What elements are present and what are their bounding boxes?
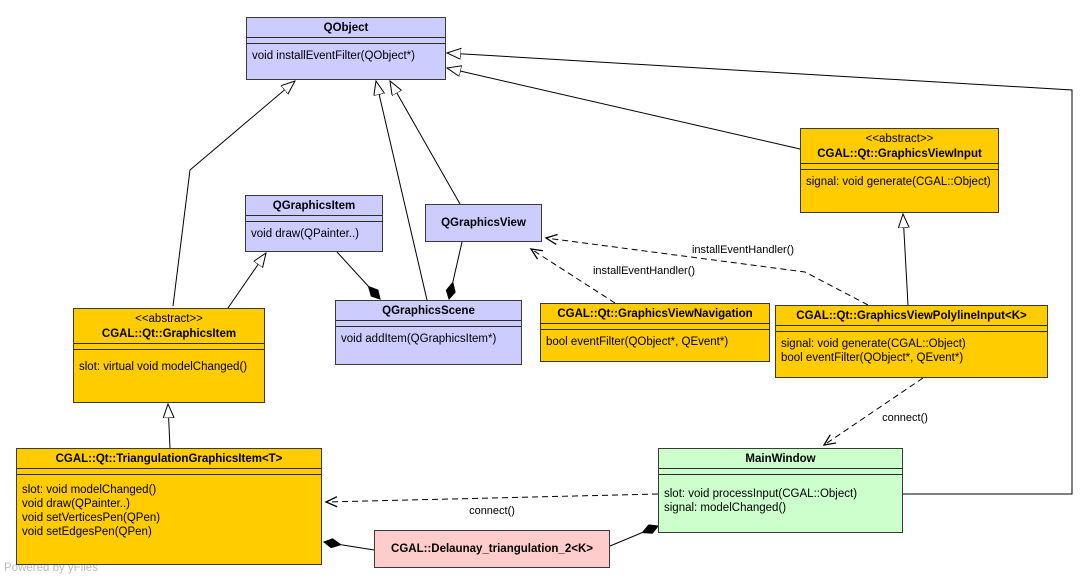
class-method: slot: void processInput(CGAL::Object): [664, 488, 858, 500]
edge-inherit-cgalgraphicsitem-qgraphicsitem: [227, 253, 266, 309]
class-method: bool eventFilter(QObject*, QEvent*): [546, 336, 729, 348]
class-title: CGAL::Qt::GraphicsViewInput: [817, 148, 982, 160]
attributes-compartment: [74, 343, 264, 350]
class-title: CGAL::Qt::GraphicsItem: [101, 328, 237, 340]
attributes-compartment: [541, 323, 769, 330]
edge-compose-view-scene: [449, 241, 463, 299]
edge-compose-delaunay-mainwindow: [609, 526, 658, 547]
edge-label-connect-polylineinput-mainwindow: connect(): [882, 412, 928, 424]
class-box-graphicsviewnavigation: CGAL::Qt::GraphicsViewNavigation bool ev…: [540, 303, 770, 362]
class-title: QGraphicsScene: [382, 305, 475, 317]
class-title: CGAL::Delaunay_triangulation_2<K>: [391, 543, 593, 555]
class-method: void installEventFilter(QObject*): [252, 50, 415, 62]
class-title: QObject: [323, 22, 369, 34]
edge-label-connect-mainwindow-tgi: connect(): [469, 505, 515, 517]
class-title: QGraphicsView: [441, 217, 526, 229]
attributes-compartment: [776, 325, 1047, 332]
class-title: MainWindow: [745, 453, 816, 465]
attributes-compartment: [17, 468, 321, 475]
attributes-compartment: [246, 215, 382, 222]
class-method: void setEdgesPen(QPen): [22, 526, 152, 538]
edge-dep-mainwindow-tgi: [324, 493, 659, 508]
class-title: CGAL::Qt::GraphicsViewNavigation: [557, 308, 753, 320]
class-title: CGAL::Qt::TriangulationGraphicsItem<T>: [55, 453, 283, 465]
class-title: QGraphicsItem: [272, 200, 356, 212]
class-box-mainwindow: MainWindow slot: void processInput(CGAL:…: [658, 448, 903, 533]
edge-compose-delaunay-tgi: [324, 542, 375, 551]
edge-inherit-polylineinput-gvinput: [903, 214, 908, 306]
class-method: signal: void generate(CGAL::Object): [806, 176, 991, 188]
class-box-graphicsviewpolylineinput: CGAL::Qt::GraphicsViewPolylineInput<K> s…: [775, 305, 1048, 378]
class-method: void addItem(QGraphicsItem*): [341, 333, 497, 345]
class-box-qobject: QObject void installEventFilter(QObject*…: [246, 17, 446, 80]
attributes-compartment: [801, 163, 998, 170]
class-title: CGAL::Qt::GraphicsViewPolylineInput<K>: [796, 310, 1027, 322]
edge-dep-polylineinput-view: [544, 233, 869, 306]
class-box-delaunay-triangulation: CGAL::Delaunay_triangulation_2<K>: [374, 530, 610, 568]
yfiles-watermark: Powered by yFiles: [4, 562, 98, 574]
edge-inherit-gvinput-qobject: [447, 68, 801, 150]
class-method: void setVerticesPen(QPen): [22, 512, 161, 524]
class-box-qgraphicsview: QGraphicsView: [425, 204, 542, 242]
edge-inherit-mainwindow-qobject: [447, 53, 1073, 495]
class-method: void draw(QPainter..): [22, 498, 131, 510]
class-box-cgal-graphicsitem: <<abstract>> CGAL::Qt::GraphicsItem slot…: [73, 308, 265, 403]
attributes-compartment: [336, 320, 521, 327]
class-method: signal: modelChanged(): [664, 502, 787, 514]
class-method: void draw(QPainter..): [251, 228, 360, 240]
edge-label-installeventhandler-polylineinput: installEventHandler(): [691, 244, 795, 256]
edge-dep-navigation-view: [529, 248, 616, 304]
class-box-qgraphicsscene: QGraphicsScene void addItem(QGraphicsIte…: [335, 300, 522, 365]
class-method: slot: virtual void modelChanged(): [79, 361, 248, 373]
edge-inherit-scene-qobject: [376, 81, 428, 301]
edge-label-installeventhandler-navigation: installEventHandler(): [592, 265, 696, 277]
class-box-graphicsviewinput: <<abstract>> CGAL::Qt::GraphicsViewInput…: [800, 128, 999, 213]
edge-inherit-view-qobject: [390, 81, 461, 205]
stereotype-label: <<abstract>>: [135, 313, 203, 325]
attributes-compartment: [247, 37, 445, 44]
class-method: signal: void generate(CGAL::Object): [781, 338, 966, 350]
class-box-triangulationgraphicsitem: CGAL::Qt::TriangulationGraphicsItem<T> s…: [16, 448, 322, 565]
attributes-compartment: [659, 468, 902, 475]
stereotype-label: <<abstract>>: [865, 133, 934, 145]
edge-inherit-cgalgraphicsitem-qobject: [172, 81, 295, 307]
class-method: slot: void modelChanged(): [22, 484, 157, 496]
edge-compose-qgraphicsitem-scene: [336, 251, 380, 299]
class-method: bool eventFilter(QObject*, QEvent*): [781, 352, 964, 364]
class-box-qgraphicsitem: QGraphicsItem void draw(QPainter..): [245, 195, 383, 252]
edge-inherit-tgi-cgalgraphicsitem: [168, 404, 170, 449]
